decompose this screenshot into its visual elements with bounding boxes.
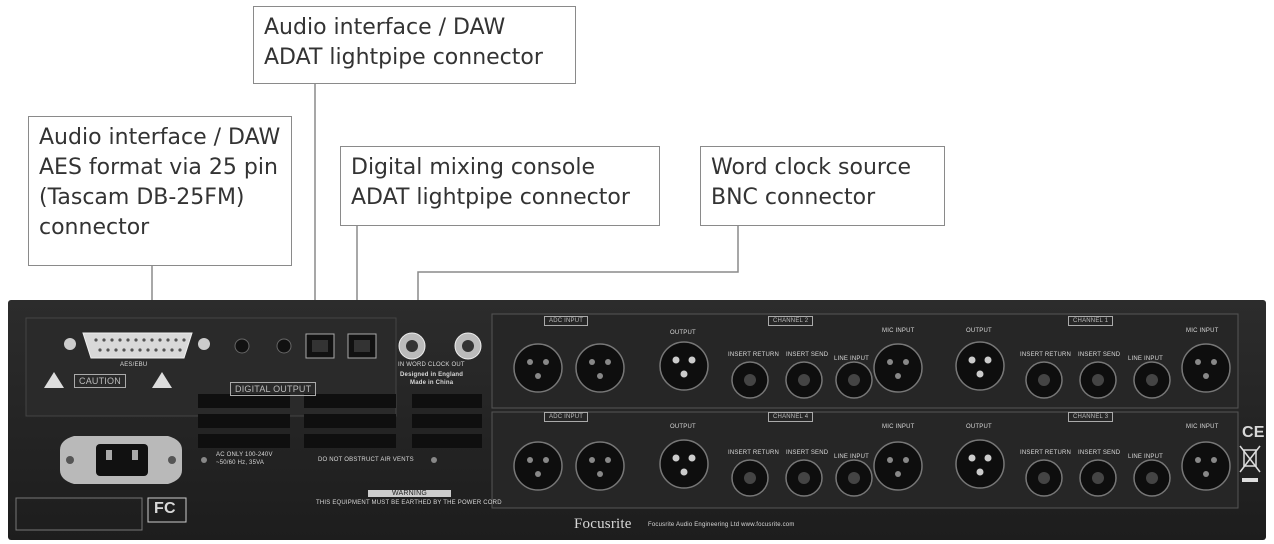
insert-send-label-4: INSERT SEND: [1078, 450, 1121, 456]
mic-input-label-1: MIC INPUT: [882, 328, 915, 334]
digital-output-label: DIGITAL OUTPUT: [230, 382, 317, 396]
caution-label: CAUTION: [74, 374, 126, 388]
line-input-label-4: LINE INPUT: [1128, 454, 1164, 460]
insert-send-label-2: INSERT SEND: [1078, 352, 1121, 358]
fc-logo: FC: [154, 500, 176, 517]
no-obstruct-label: DO NOT OBSTRUCT AIR VENTS: [318, 457, 414, 463]
weee-bin-icon: [1239, 445, 1261, 473]
ce-mark: CE: [1242, 424, 1265, 441]
earthed-label: THIS EQUIPMENT MUST BE EARTHED BY THE PO…: [316, 500, 502, 506]
line-input-label-1: LINE INPUT: [834, 356, 870, 362]
adc-input-label-bottom: ADC INPUT: [544, 412, 589, 422]
insert-send-label-1: INSERT SEND: [786, 352, 829, 358]
word-clock-label: IN WORD CLOCK OUT: [398, 362, 465, 368]
line-input-label-3: LINE INPUT: [834, 454, 870, 460]
output-label-4: OUTPUT: [966, 424, 992, 430]
insert-return-label-4: INSERT RETURN: [1020, 450, 1072, 456]
callout-wordclock: Word clock source BNC connector: [700, 146, 945, 226]
channel-4-label: CHANNEL 4: [768, 412, 814, 422]
mic-input-label-3: MIC INPUT: [882, 424, 915, 430]
channel-1-label: CHANNEL 1: [1068, 316, 1114, 326]
output-label-2: OUTPUT: [966, 328, 992, 334]
adc-input-label-top: ADC INPUT: [544, 316, 589, 326]
insert-return-label-3: INSERT RETURN: [728, 450, 780, 456]
output-label-1: OUTPUT: [670, 330, 696, 336]
callout-adat-console: Digital mixing console ADAT lightpipe co…: [340, 146, 660, 226]
insert-return-label-2: INSERT RETURN: [1020, 352, 1072, 358]
insert-send-label-3: INSERT SEND: [786, 450, 829, 456]
made-label: Made in China: [410, 380, 454, 386]
ac-only-label: AC ONLY 100-240V: [216, 452, 273, 458]
brand-line: Focusrite Audio Engineering Ltd www.focu…: [648, 522, 795, 528]
brand-logo: Focusrite: [574, 516, 632, 532]
designed-label: Designed in England: [400, 372, 464, 378]
mic-input-label-4: MIC INPUT: [1186, 424, 1219, 430]
rear-panel-art: [15, 313, 1261, 531]
insert-return-label-1: INSERT RETURN: [728, 352, 780, 358]
aes-ebu-label: AES/EBU: [120, 362, 148, 368]
output-label-3: OUTPUT: [670, 424, 696, 430]
db25-connector: [64, 332, 210, 359]
callout-aes-daw: Audio interface / DAW AES format via 25 …: [28, 116, 292, 266]
mic-input-label-2: MIC INPUT: [1186, 328, 1219, 334]
warning-label: WARNING: [368, 490, 451, 497]
ac-rating-label: ~50/60 Hz, 35VA: [216, 460, 265, 466]
line-input-label-2: LINE INPUT: [1128, 356, 1164, 362]
callout-adat-daw: Audio interface / DAW ADAT lightpipe con…: [253, 6, 576, 84]
rear-panel: AES/EBU DIGITAL OUTPUT CAUTION Designed …: [8, 300, 1266, 540]
channel-3-label: CHANNEL 3: [1068, 412, 1114, 422]
channel-2-label: CHANNEL 2: [768, 316, 814, 326]
